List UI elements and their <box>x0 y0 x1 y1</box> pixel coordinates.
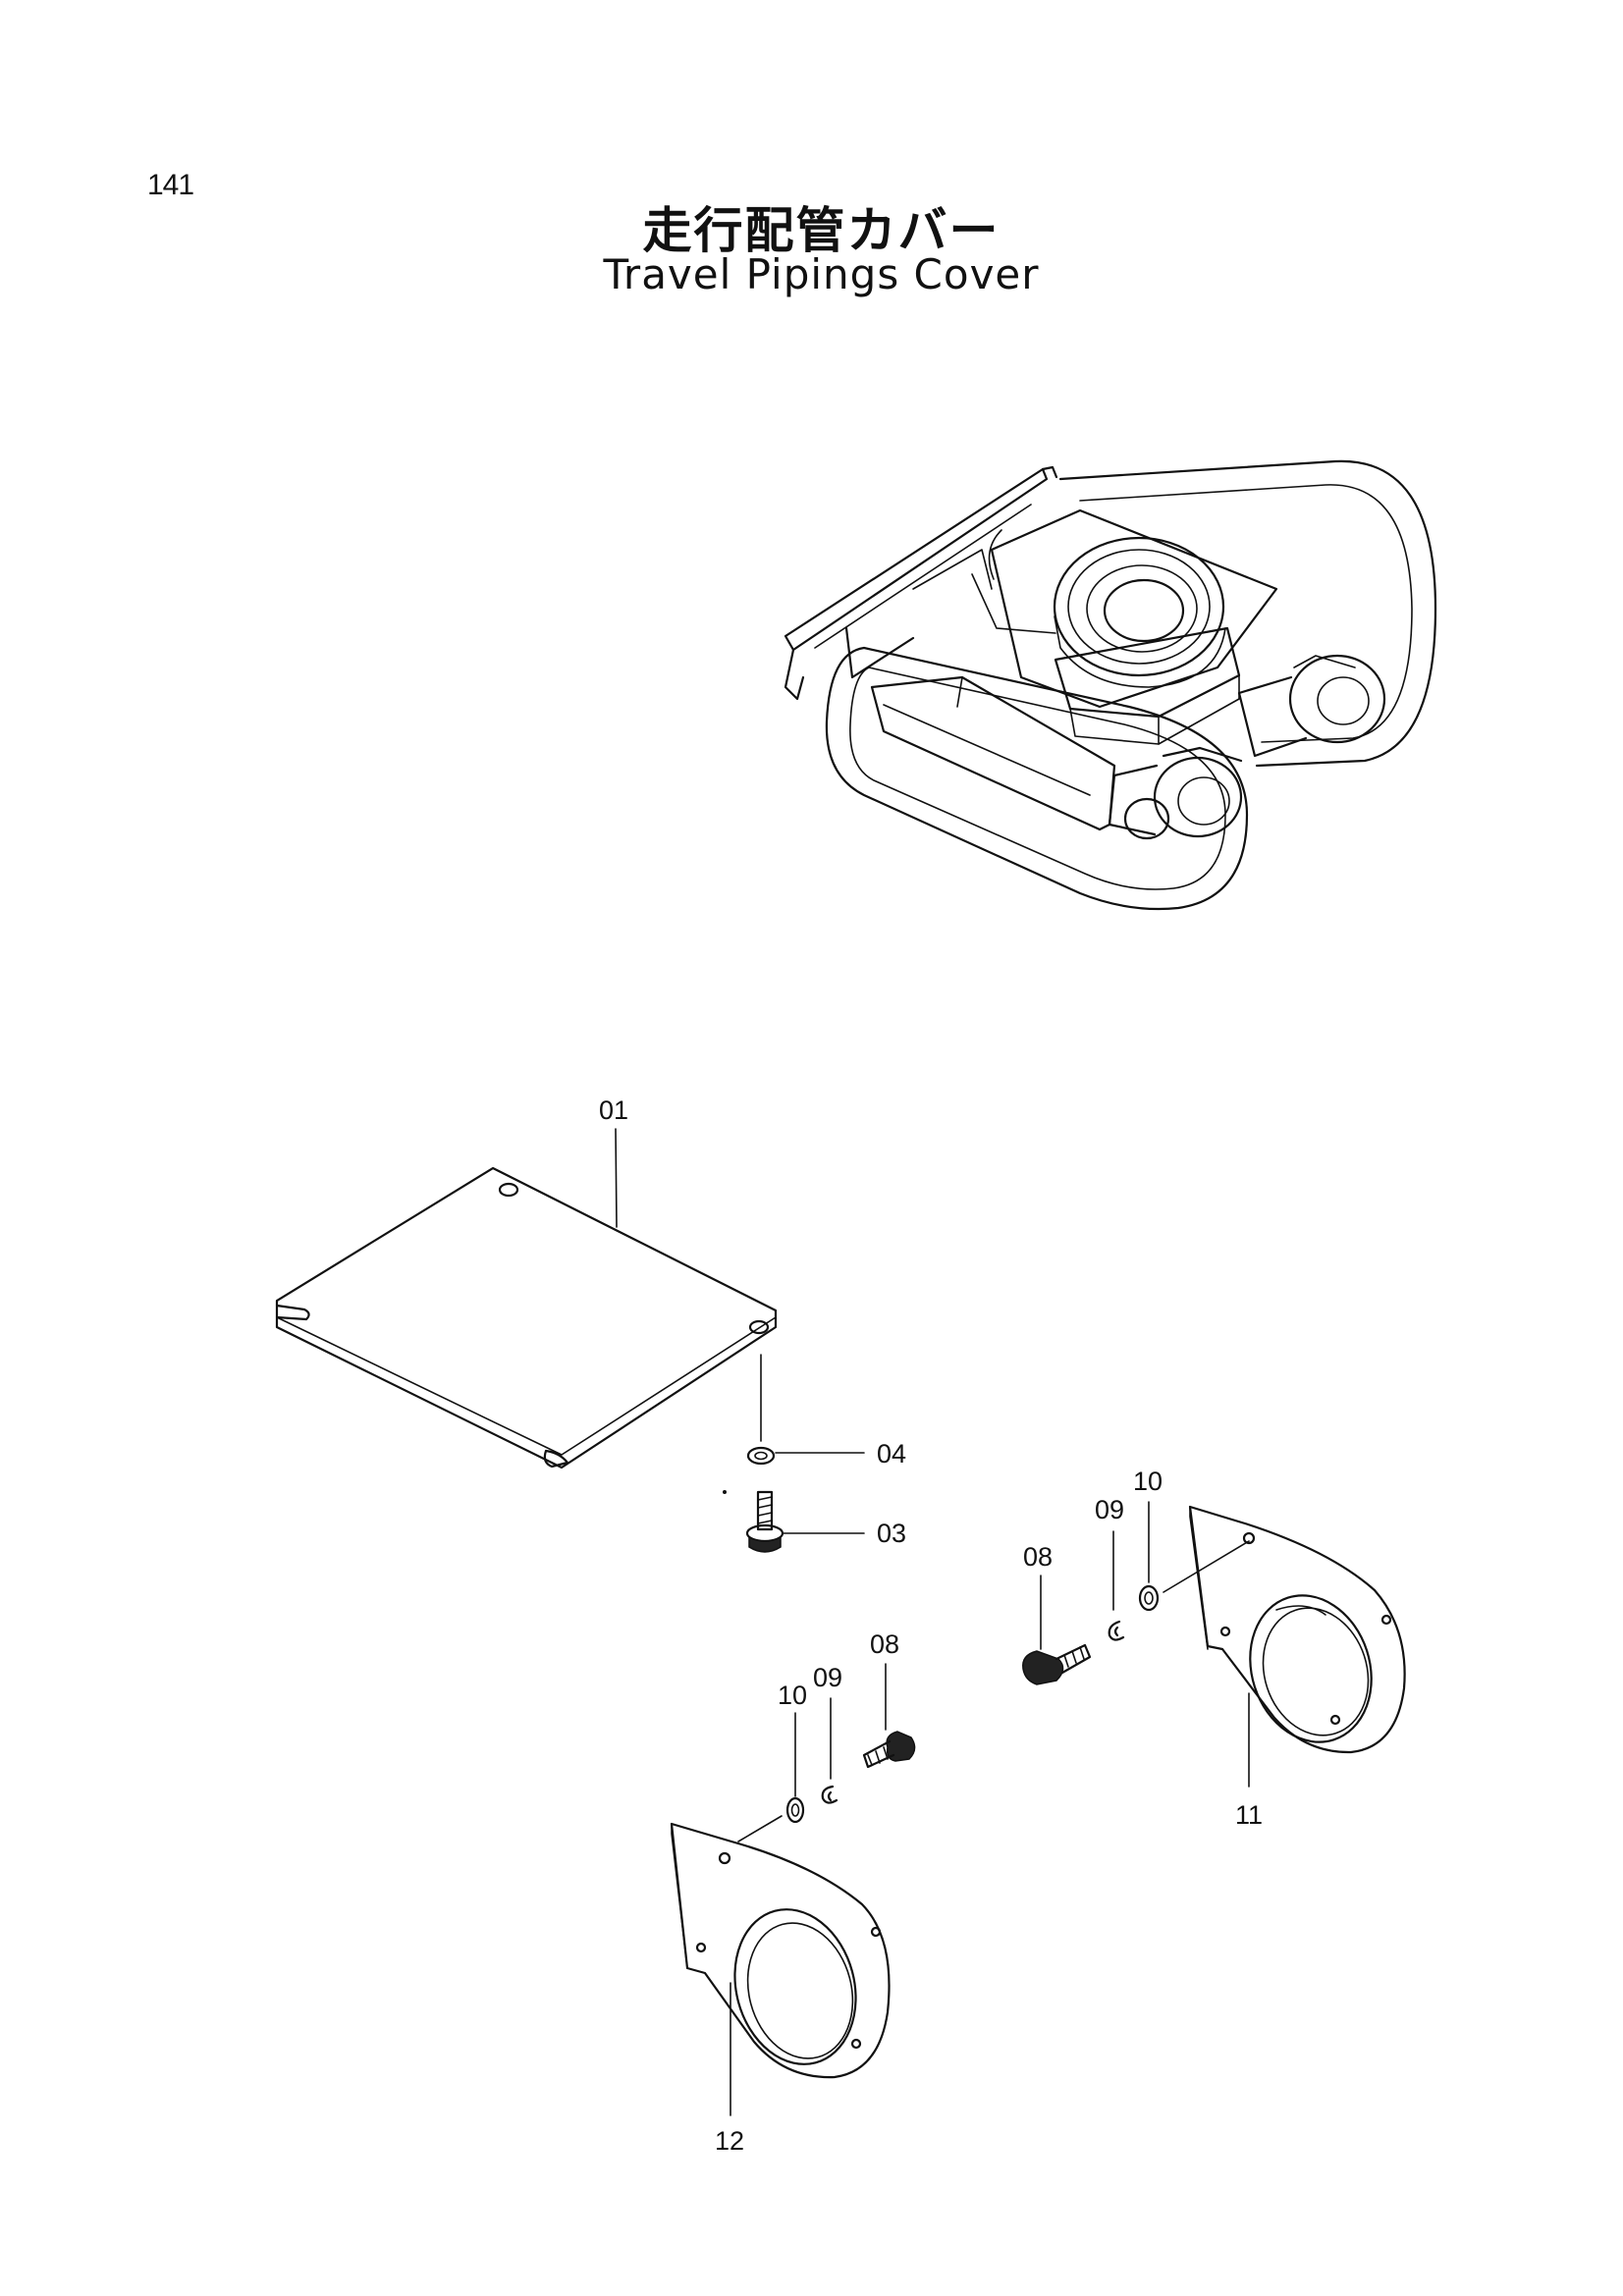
callout-10-left: 10 <box>778 1681 807 1710</box>
callout-09-right: 09 <box>1095 1495 1124 1524</box>
callout-08-right: 08 <box>1023 1542 1053 1572</box>
part-09-lock-washer-left <box>821 1785 839 1804</box>
part-08-bolt-left <box>862 1731 916 1769</box>
callout-11: 11 <box>1235 1800 1263 1830</box>
undercarriage-overview-illustration <box>784 459 1437 911</box>
part-08-bolt-right <box>1022 1643 1092 1685</box>
callout-08-left: 08 <box>870 1629 899 1659</box>
callout-04: 04 <box>877 1439 906 1468</box>
title-english: Travel Pipings Cover <box>603 250 1040 298</box>
callout-03: 03 <box>877 1519 906 1548</box>
page-number: 141 <box>147 169 194 201</box>
title-japanese: 走行配管カバー <box>642 202 1001 259</box>
part-03-bolt <box>745 1490 784 1553</box>
part-10-washer-right <box>1138 1584 1160 1612</box>
part-10-washer-left <box>785 1796 805 1824</box>
part-11-cover-right <box>1188 1505 1406 1754</box>
part-09-lock-washer-right <box>1108 1620 1125 1641</box>
callout-12: 12 <box>715 2126 744 2156</box>
part-01-cover-plate <box>275 1166 778 1469</box>
part-04-washer <box>746 1446 776 1466</box>
callout-09-left: 09 <box>813 1663 842 1692</box>
callout-10-right: 10 <box>1133 1467 1163 1496</box>
callout-01: 01 <box>599 1095 628 1125</box>
part-12-cover-left <box>670 1822 891 2079</box>
